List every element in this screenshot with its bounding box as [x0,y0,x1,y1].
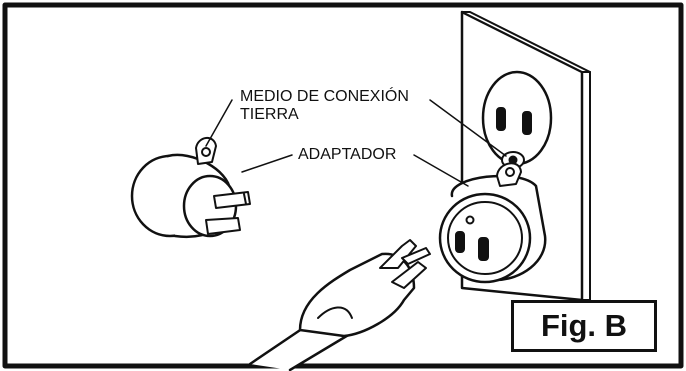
ground-connection-label-line2: TIERRA [240,106,299,123]
plugged-adapter [438,162,547,284]
upper-receptacle [481,70,553,166]
ground-connection-label-line1: MEDIO DE CONEXIÓN [240,88,409,105]
adapter-label: ADAPTADOR [296,146,399,164]
loose-adapter [130,137,251,239]
three-prong-plug [248,239,431,371]
figure-tag: Fig. B [511,300,657,352]
leader-lines [205,99,507,187]
ground-connection-label: MEDIO DE CONEXIÓN TIERRA [240,88,409,124]
